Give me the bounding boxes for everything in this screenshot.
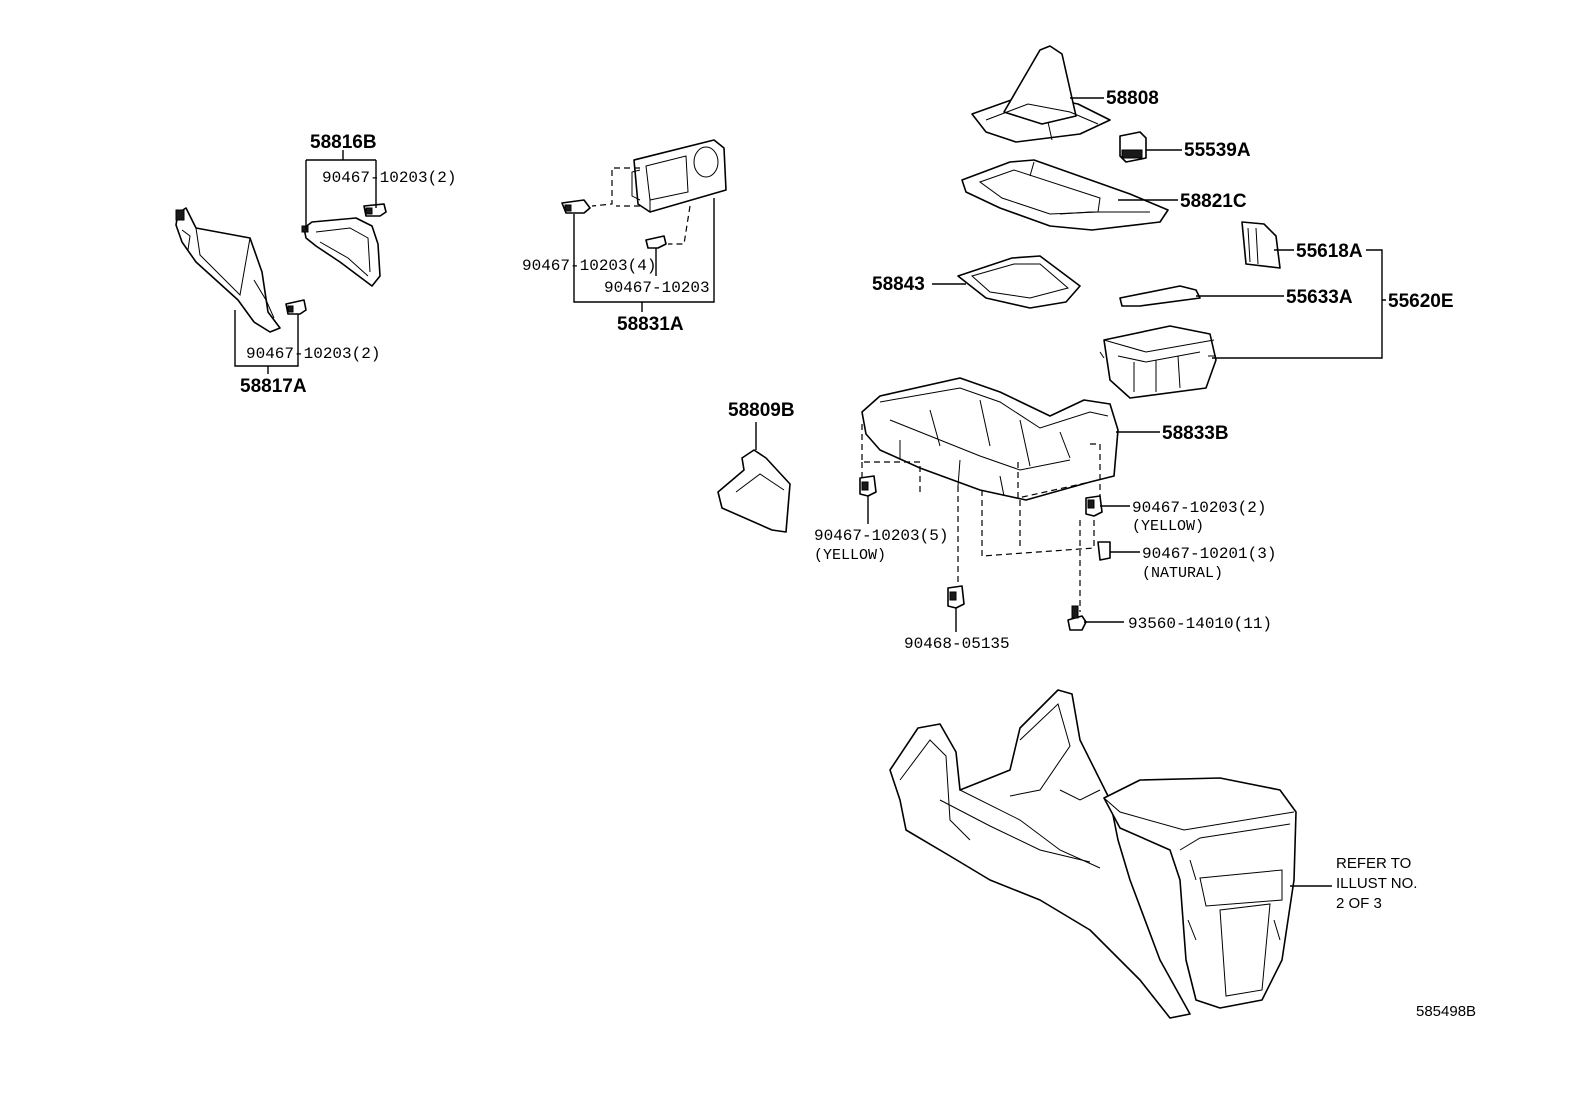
diagram-id: 585498B <box>1416 1003 1476 1020</box>
leader-58831A <box>573 198 715 312</box>
label-58816B: 58816B <box>310 132 377 153</box>
part-58821C-drawing <box>961 159 1169 231</box>
part-55539A-drawing <box>1119 131 1147 163</box>
part-58833B-drawing <box>861 377 1119 501</box>
part-58831A-drawing <box>631 139 727 213</box>
clip-90467-10201 <box>1097 541 1111 561</box>
part-55618A-drawing <box>1241 221 1281 269</box>
label-yellow-left: (YELLOW) <box>814 547 886 564</box>
label-58843: 58843 <box>872 274 925 295</box>
label-58817A: 58817A <box>240 376 307 397</box>
clip-90467-10203-a <box>363 203 387 217</box>
label-90467-10203-2-c: 90467-10203(2) <box>1132 499 1266 517</box>
screw-93560-14010 <box>1067 605 1087 631</box>
part-58817A-drawing <box>175 207 281 333</box>
part-console-body-drawing <box>889 689 1297 1019</box>
leader-55620E <box>1212 249 1386 359</box>
part-55633A-drawing <box>1119 285 1201 307</box>
label-90467-10203: 90467-10203 <box>604 279 710 297</box>
clip-90467-10203-b <box>285 299 307 315</box>
label-55620E: 55620E <box>1388 291 1454 312</box>
label-55618A: 55618A <box>1296 241 1363 262</box>
label-55633A: 55633A <box>1286 287 1353 308</box>
part-58843-drawing <box>957 255 1081 309</box>
part-58816B-drawing <box>301 217 381 287</box>
label-58809B: 58809B <box>728 400 795 421</box>
leader-58816B <box>305 150 377 230</box>
label-58833B: 58833B <box>1162 423 1229 444</box>
label-90467-10201-3: 90467-10201(3) <box>1142 545 1276 563</box>
leader-58817A <box>234 310 299 374</box>
part-console-box-drawing <box>1099 325 1217 399</box>
part-58809B-drawing <box>717 449 791 533</box>
clip-90467-10203-d <box>645 235 667 249</box>
label-90467-10203-2-a: 90467-10203(2) <box>322 169 456 187</box>
dash-58833B-right <box>1017 443 1101 612</box>
clip-90467-10203-c <box>561 199 591 214</box>
part-58808-drawing <box>971 45 1111 143</box>
dash-58833B-left <box>861 424 1095 588</box>
label-90468-05135: 90468-05135 <box>904 635 1010 653</box>
label-58821C: 58821C <box>1180 191 1247 212</box>
clip-90467-10203-yellow-left <box>859 475 877 497</box>
dash-58831A <box>591 167 691 245</box>
label-refer-line1: REFER TO <box>1336 855 1411 872</box>
clip-90468-05135 <box>947 585 965 609</box>
label-58808: 58808 <box>1106 88 1159 109</box>
label-90467-10203-2-b: 90467-10203(2) <box>246 345 380 363</box>
label-93560-14010-11: 93560-14010(11) <box>1128 615 1272 633</box>
label-90467-10203-4: 90467-10203(4) <box>522 257 656 275</box>
label-90467-10203-5: 90467-10203(5) <box>814 527 948 545</box>
label-refer-line3: 2 OF 3 <box>1336 895 1382 912</box>
label-refer-line2: ILLUST NO. <box>1336 875 1417 892</box>
label-yellow-right: (YELLOW) <box>1132 518 1204 535</box>
label-55539A: 55539A <box>1184 140 1251 161</box>
clip-90467-10203-yellow-right <box>1085 495 1103 517</box>
label-58831A: 58831A <box>617 314 684 335</box>
label-natural: (NATURAL) <box>1142 565 1223 582</box>
